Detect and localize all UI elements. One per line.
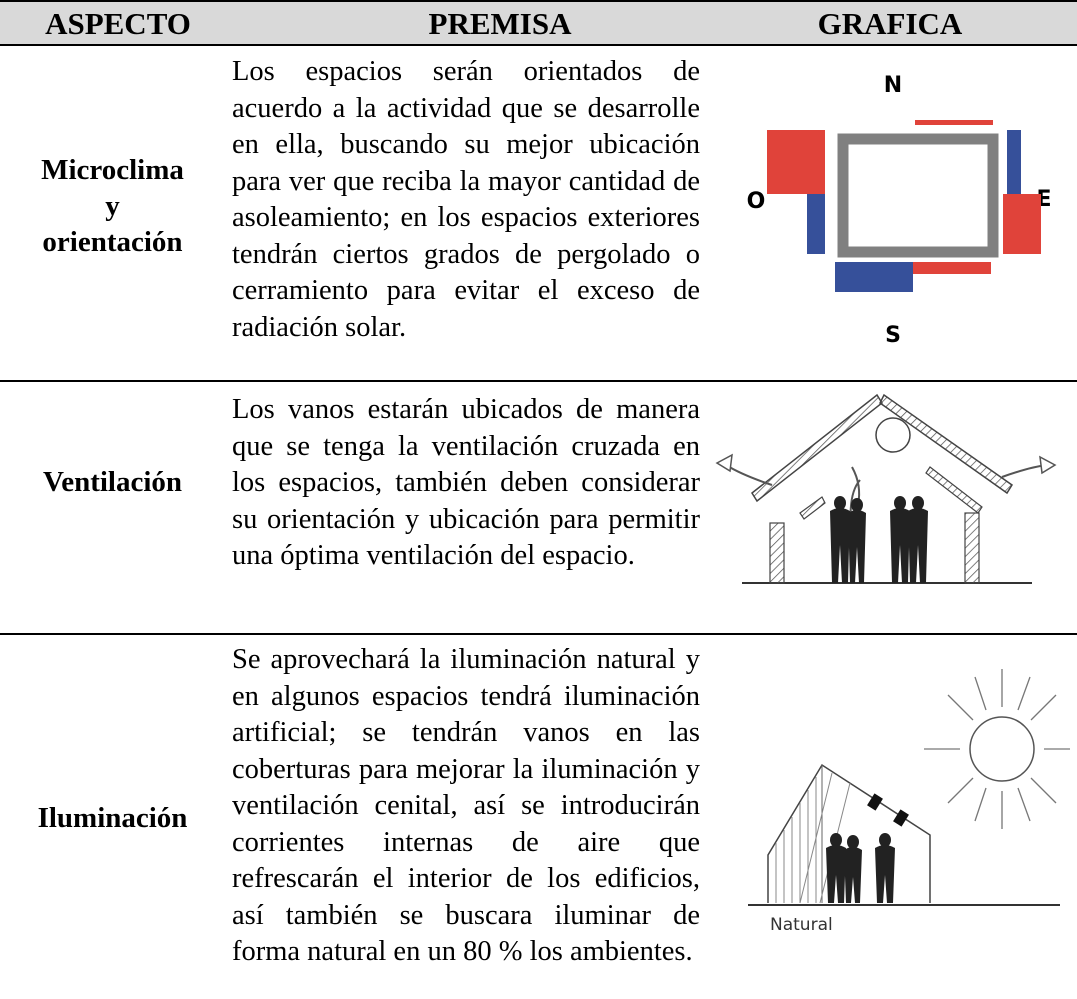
aspect-line: orientación	[42, 226, 183, 258]
west-red-block	[767, 130, 825, 194]
premise-text: Los espacios serán orientados de acuerdo…	[232, 56, 700, 343]
north-red-strip	[915, 120, 993, 125]
west-blue-block	[807, 194, 825, 254]
table-header: ASPECTO PREMISA GRAFICA	[0, 0, 1077, 46]
south-label: S	[885, 323, 901, 348]
aspect-line: Microclima	[41, 154, 184, 186]
natural-caption: Natural	[770, 915, 833, 935]
row-microclima-premise: Los espacios serán orientados de acuerdo…	[232, 54, 700, 346]
aspect-line: y	[105, 190, 120, 222]
row-divider	[0, 380, 1077, 382]
sun-icon	[969, 716, 1035, 782]
east-red-block	[1003, 194, 1041, 254]
east-blue-block	[1007, 130, 1021, 194]
row-microclima-aspect: Microclima y orientación	[20, 152, 205, 260]
header-premise: PREMISA	[428, 6, 572, 41]
north-label: N	[884, 73, 902, 98]
ventilation-sketch	[712, 385, 1062, 610]
south-red-strip	[913, 262, 991, 274]
row-divider	[0, 633, 1077, 635]
header-aspect: ASPECTO	[45, 6, 191, 41]
row-iluminacion-aspect: Iluminación	[37, 802, 188, 834]
room-outline	[837, 133, 999, 258]
west-label: O	[747, 189, 766, 214]
row-ventilacion-aspect: Ventilación	[42, 466, 183, 498]
row-ventilacion-premise: Los vanos estarán ubicados de manera que…	[232, 392, 700, 575]
orientation-diagram: N O E S	[735, 60, 1055, 360]
row-iluminacion-premise: Se aprovechará la iluminación natural y …	[232, 642, 700, 971]
premise-text: Se aprovechará la iluminación natural y …	[232, 644, 700, 967]
south-blue-block	[835, 262, 913, 292]
header-graphic: GRAFICA	[817, 6, 963, 41]
lighting-sketch: Natural	[740, 655, 1070, 985]
premise-text: Los vanos estarán ubicados de manera que…	[232, 394, 700, 571]
